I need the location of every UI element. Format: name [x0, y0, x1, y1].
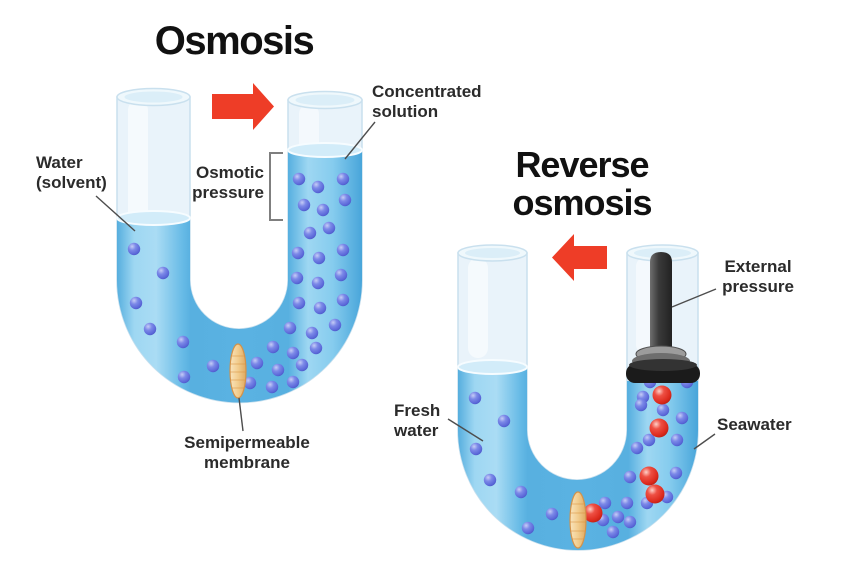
particle-dot [266, 340, 280, 354]
water-surface [116, 210, 191, 226]
particle-dot [334, 268, 348, 282]
particle-dot [656, 403, 670, 417]
particle-dot [322, 221, 336, 235]
osmosis-title: Osmosis [154, 19, 315, 63]
particle-dot [468, 391, 482, 405]
particle-dot [316, 203, 330, 217]
glass-highlight [468, 258, 488, 358]
tube-opening [116, 87, 363, 110]
flow-arrow-right-icon [212, 83, 274, 130]
membrane-pointer-line [238, 397, 244, 432]
fresh-water-particles [468, 391, 559, 535]
particle-dot [313, 301, 327, 315]
particle-dot [634, 398, 648, 412]
particle-dot [645, 484, 665, 504]
particle-dot [312, 251, 326, 265]
particle-dot [176, 335, 190, 349]
particle-dot [630, 441, 644, 455]
external-pressure-pointer-line [671, 288, 717, 308]
particle-dot [206, 359, 220, 373]
particle-dot [271, 363, 285, 377]
osmosis-u-tube [95, 83, 376, 432]
reverse-osmosis-u-tube [447, 234, 717, 551]
particle-dot [283, 321, 297, 335]
concentrated-pointer-line [344, 121, 376, 160]
particle-dot [265, 380, 279, 394]
particle-dot [336, 172, 350, 186]
flow-arrow-left-icon [552, 234, 607, 281]
particle-dot [620, 496, 634, 510]
particle-dot [521, 521, 535, 535]
particle-dot [292, 172, 306, 186]
particle-dot [514, 485, 528, 499]
solvent-particles [127, 242, 220, 384]
semipermeable-membrane-icon [229, 343, 247, 399]
particle-dot [336, 293, 350, 307]
particle-dot [286, 346, 300, 360]
semipermeable-membrane-label: Semipermeable membrane [184, 433, 310, 473]
fresh-water-pointer-line [447, 418, 484, 442]
particle-dot [649, 418, 669, 438]
particle-dot [156, 266, 170, 280]
particle-dot [545, 507, 559, 521]
particle-dot [642, 433, 656, 447]
particle-dot [292, 296, 306, 310]
particle-dot [297, 198, 311, 212]
piston-icon [626, 252, 700, 383]
particle-dot [611, 510, 625, 524]
particle-dot [670, 433, 684, 447]
particle-dot [675, 411, 689, 425]
particle-dot [469, 442, 483, 456]
particle-dot [583, 503, 603, 523]
particle-dot [309, 341, 323, 355]
seawater-solute-particles [583, 385, 672, 523]
concentrated-solution-label: Concentrated solution [372, 82, 482, 122]
particle-dot [177, 370, 191, 384]
water-surface [457, 359, 528, 375]
particle-dot [243, 376, 257, 390]
external-pressure-label: External pressure [722, 257, 794, 297]
particle-dot [328, 318, 342, 332]
particle-dot [652, 385, 672, 405]
particle-dot [250, 356, 264, 370]
seawater-pointer-line [693, 433, 716, 450]
particle-dot [290, 271, 304, 285]
liquid [458, 367, 698, 550]
water-solvent-label: Water (solvent) [36, 153, 107, 193]
particle-dot [497, 414, 511, 428]
particle-dot [143, 322, 157, 336]
water-surface [287, 142, 363, 158]
particle-dot [623, 515, 637, 529]
solute-particles [243, 172, 352, 394]
particle-dot [669, 466, 683, 480]
particle-dot [311, 180, 325, 194]
particle-dot [483, 473, 497, 487]
particle-dot [336, 243, 350, 257]
osmotic-pressure-bracket [269, 152, 283, 221]
particle-dot [311, 276, 325, 290]
particle-dot [303, 226, 317, 240]
particle-dot [291, 246, 305, 260]
particle-dot [639, 466, 659, 486]
particle-dot [295, 358, 309, 372]
glass-highlight [636, 258, 652, 353]
semipermeable-membrane-icon [569, 491, 587, 549]
water-pointer-line [95, 195, 136, 232]
particle-dot [338, 193, 352, 207]
seawater-label: Seawater [717, 415, 792, 434]
osmotic-pressure-label: Osmotic pressure [192, 163, 264, 203]
particle-dot [606, 525, 620, 539]
particle-dot [305, 326, 319, 340]
fresh-water-label: Fresh water [394, 401, 441, 441]
particle-dot [623, 470, 637, 484]
particle-dot [127, 242, 141, 256]
reverse-osmosis-title: Reverse osmosis [512, 144, 652, 224]
particle-dot [286, 375, 300, 389]
particle-dot [129, 296, 143, 310]
particle-dot [598, 496, 612, 510]
